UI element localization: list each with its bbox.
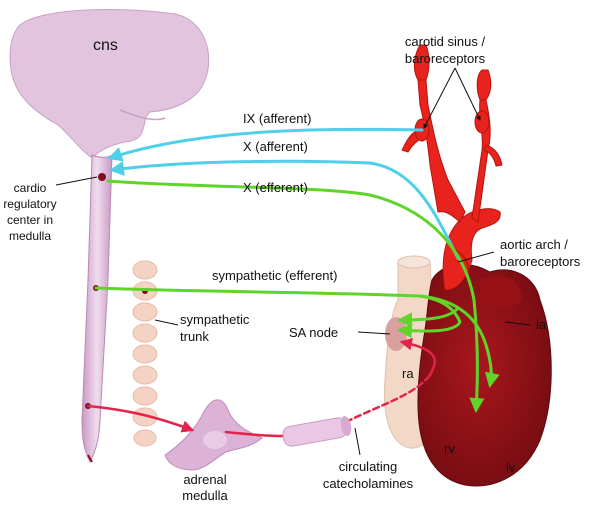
x-afferent-path [109,159,460,260]
vessel-to-heart-dashed [344,373,432,424]
adrenal-to-vessel-path [224,430,282,438]
cns-brain: cns [9,8,210,159]
efferent-nerves [94,179,500,413]
carotid-label-line2: baroreceptors [405,51,486,66]
catecholamine-paths [86,337,436,438]
x-efferent-label: X (efferent) [243,180,308,195]
circulating-label-line1: circulating [339,459,398,474]
heart: la rv lv [417,264,552,487]
lv-label: lv [506,460,516,475]
circulating-label-line2: catecholamines [323,476,414,491]
catecholamine-to-sa-path [399,337,436,377]
cns-label: cns [93,37,118,54]
leader-lines [55,67,495,456]
adrenal-label-line1: adrenal [183,472,226,487]
adrenal-label-line2: medulla [182,488,228,503]
ra-label: ra [402,366,414,381]
rv-label: rv [444,441,455,456]
ix-afferent-path [107,127,424,162]
sa-node-label: SA node [289,325,338,340]
la-label: la [536,317,547,332]
sympathetic-to-ra-path [397,306,460,328]
trunk-label-line1: sympathetic [180,312,250,327]
sympathetic-to-heart-path [418,294,500,388]
spinal-cord [81,153,113,464]
aortic-label-line1: aortic arch / [500,237,568,252]
ix-afferent-label: IX (afferent) [243,111,311,126]
spinal-to-adrenal-path [86,404,195,433]
afferent-nerves [107,127,460,260]
sympathetic-trunk [132,260,158,447]
medulla-center-dot [98,173,106,181]
aortic-label-line2: baroreceptors [500,254,581,269]
cardio-label-line1: cardio [14,181,47,195]
x-afferent-label: X (afferent) [243,139,308,154]
x-efferent-path [106,179,485,413]
aortic-arch-carotids [401,44,503,291]
cardio-label-line2: regulatory [3,197,56,211]
blood-vessel [282,416,352,447]
cardio-label-line4: medulla [9,229,51,243]
trunk-label-line2: trunk [180,329,209,344]
carotid-label-line1: carotid sinus / [405,34,486,49]
cardio-label-line3: center in [7,213,53,227]
adrenal-medulla [164,399,263,471]
sympathetic-efferent-label: sympathetic (efferent) [212,268,337,283]
